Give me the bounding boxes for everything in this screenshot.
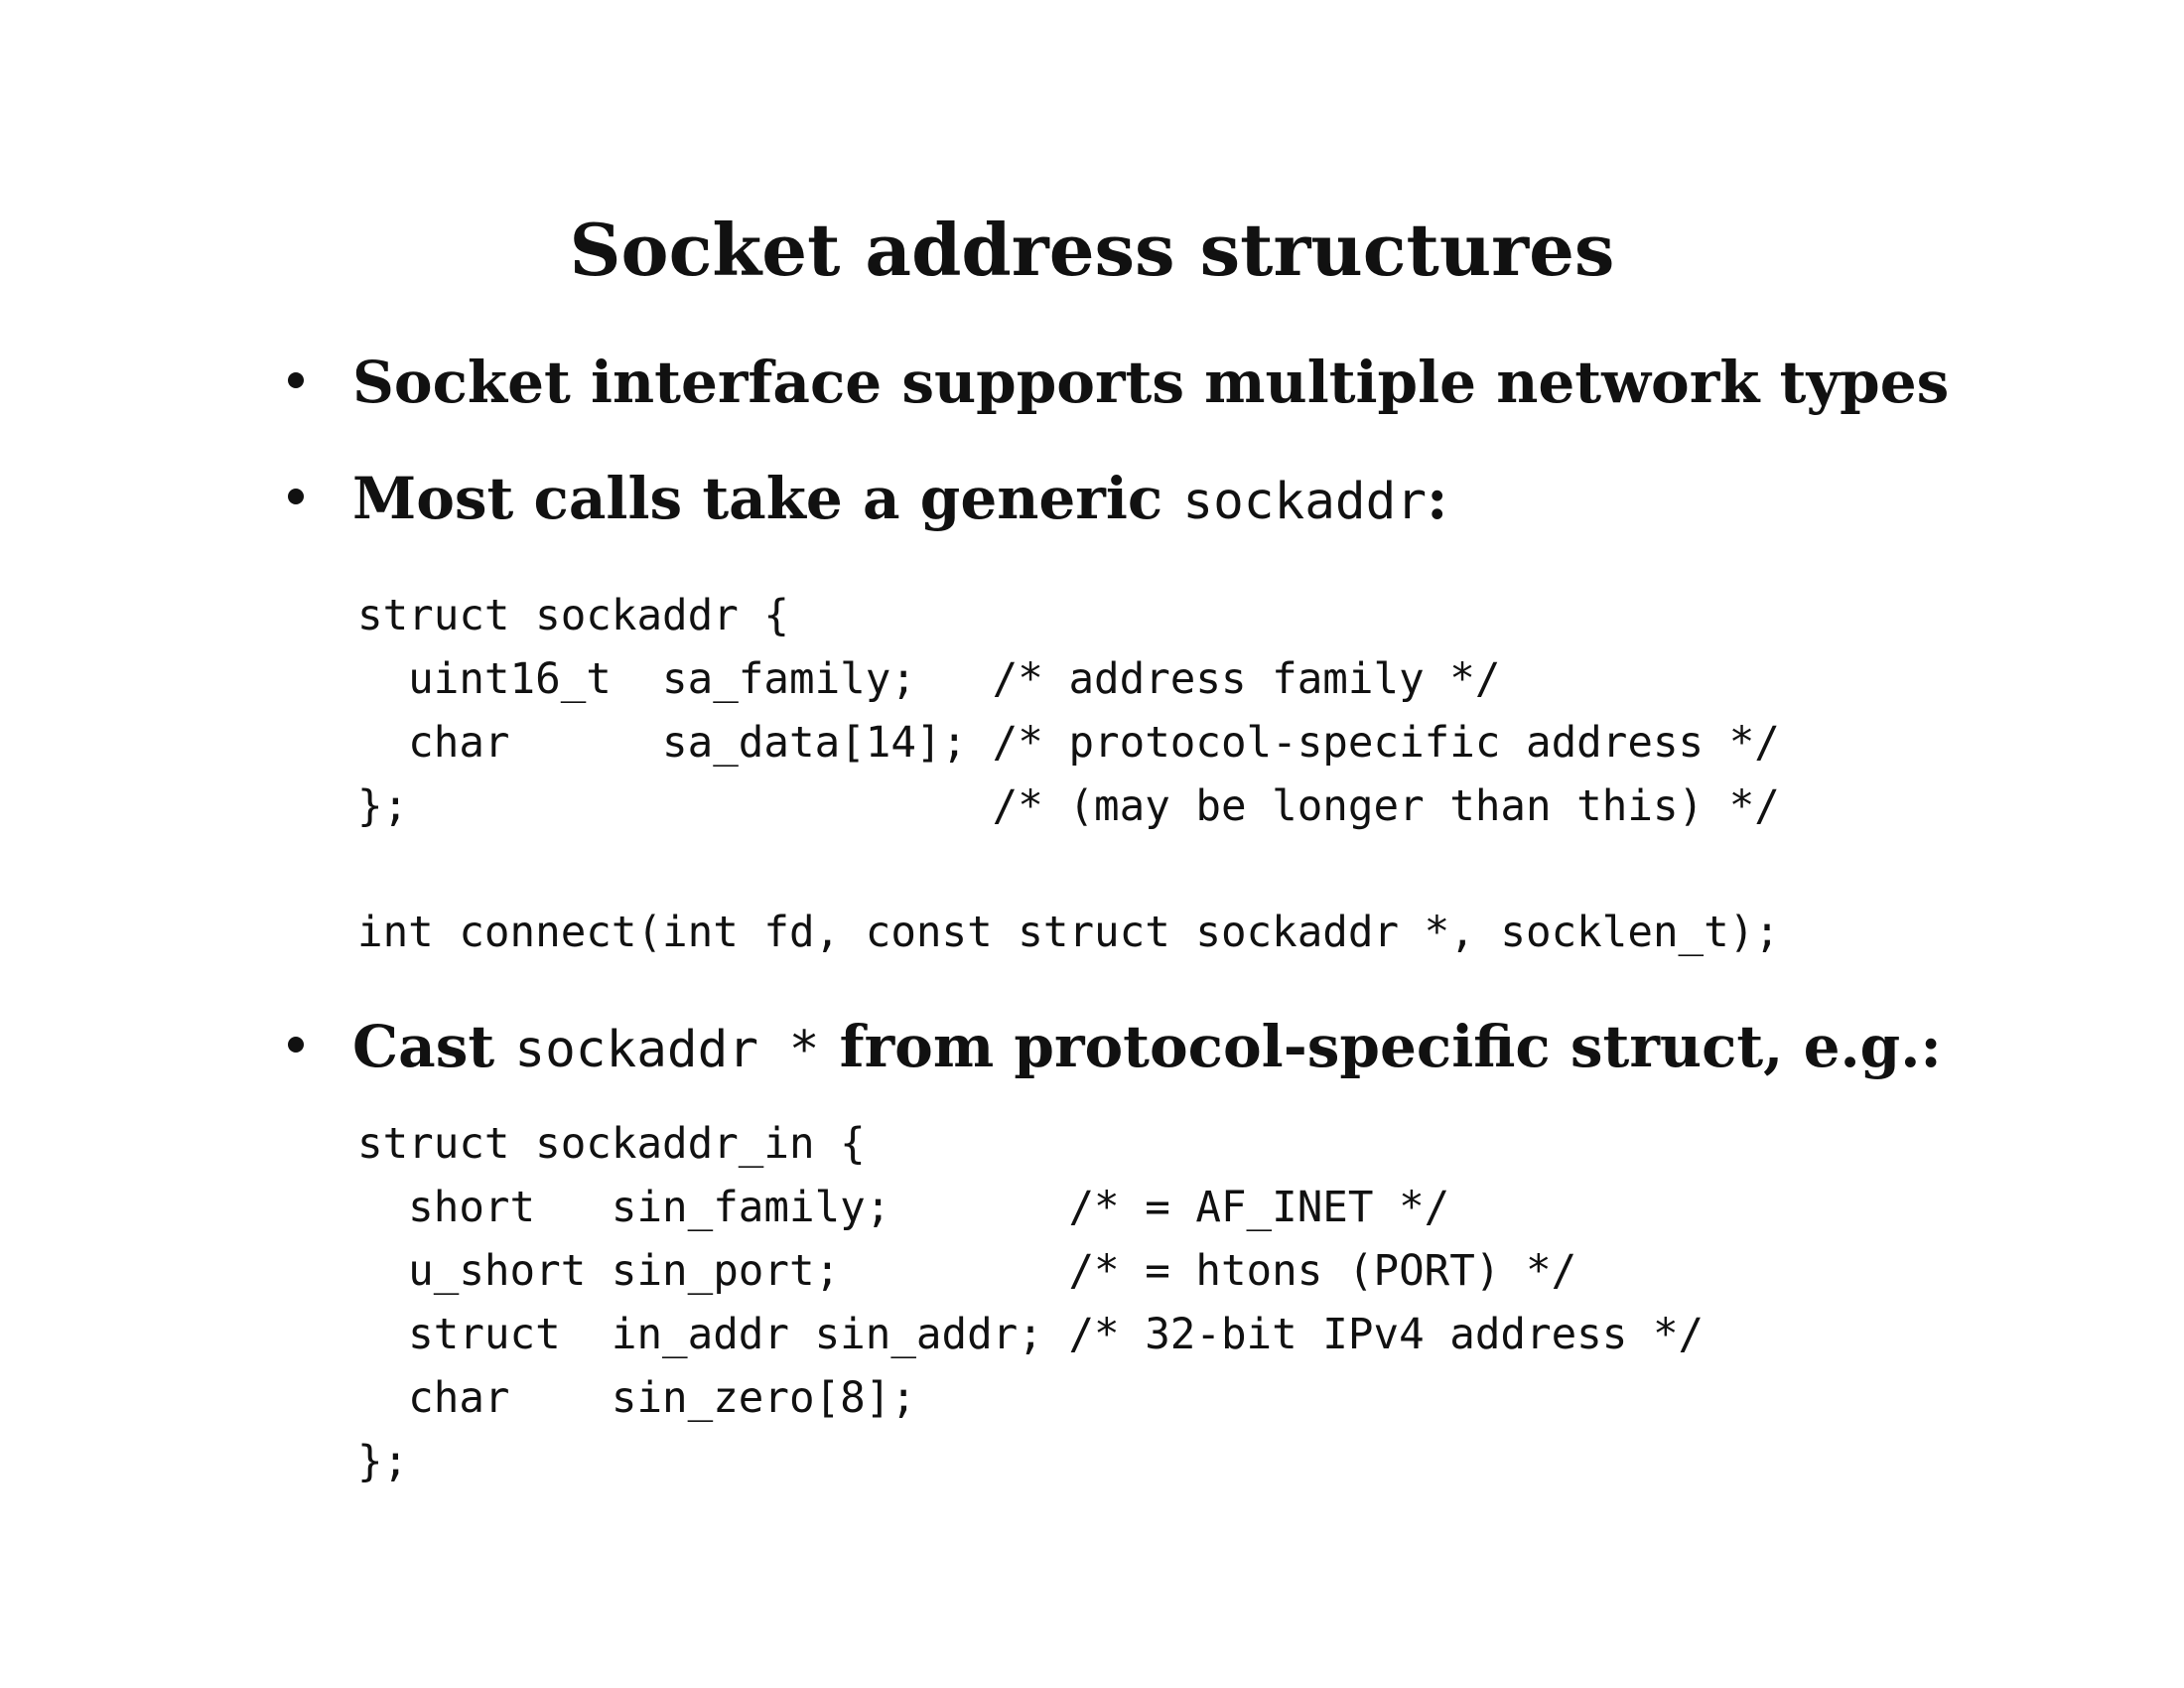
slide-title: Socket address structures bbox=[569, 208, 1615, 292]
bullet-icon bbox=[288, 1037, 304, 1053]
code-line: char sin_zero[8]; bbox=[357, 1374, 916, 1423]
code-line: short sin_family; /* = AF_INET */ bbox=[357, 1184, 1450, 1232]
bullet-text-segment: : bbox=[1427, 465, 1448, 532]
bullet-text-segment: Cast bbox=[352, 1013, 515, 1080]
code-block-sockaddr: struct sockaddr { uint16_t sa_family; /*… bbox=[357, 585, 1780, 839]
code-line: u_short sin_port; /* = htons (PORT) */ bbox=[357, 1247, 1577, 1296]
code-line: }; /* (may be longer than this) */ bbox=[357, 782, 1780, 831]
bullet-icon bbox=[288, 489, 304, 504]
code-line: struct sockaddr_in { bbox=[357, 1120, 866, 1169]
bullet-text-segment: Socket interface supports multiple netwo… bbox=[352, 349, 1950, 416]
code-block-connect: int connect(int fd, const struct sockadd… bbox=[357, 902, 1780, 965]
bullet-text-segment: Most calls take a generic bbox=[352, 465, 1183, 532]
code-line: }; bbox=[357, 1438, 409, 1486]
bullet-text: Most calls take a generic sockaddr: bbox=[352, 459, 1447, 542]
code-block-sockaddr-in: struct sockaddr_in { short sin_family; /… bbox=[357, 1113, 1704, 1494]
bullet-text: Socket interface supports multiple netwo… bbox=[352, 343, 1949, 422]
inline-code: sockaddr bbox=[1182, 473, 1428, 531]
bullet-text-segment: from protocol-specific struct, e.g.: bbox=[819, 1013, 1942, 1080]
code-line: struct in_addr sin_addr; /* 32-bit IPv4 … bbox=[357, 1311, 1705, 1359]
code-line: int connect(int fd, const struct sockadd… bbox=[357, 909, 1780, 957]
code-line: char sa_data[14]; /* protocol-specific a… bbox=[357, 719, 1780, 768]
bullet-icon bbox=[288, 372, 304, 388]
inline-code: sockaddr * bbox=[514, 1021, 820, 1079]
bullet-text: Cast sockaddr * from protocol-specific s… bbox=[352, 1007, 1942, 1090]
code-line: uint16_t sa_family; /* address family */ bbox=[357, 655, 1501, 704]
code-line: struct sockaddr { bbox=[357, 592, 789, 640]
